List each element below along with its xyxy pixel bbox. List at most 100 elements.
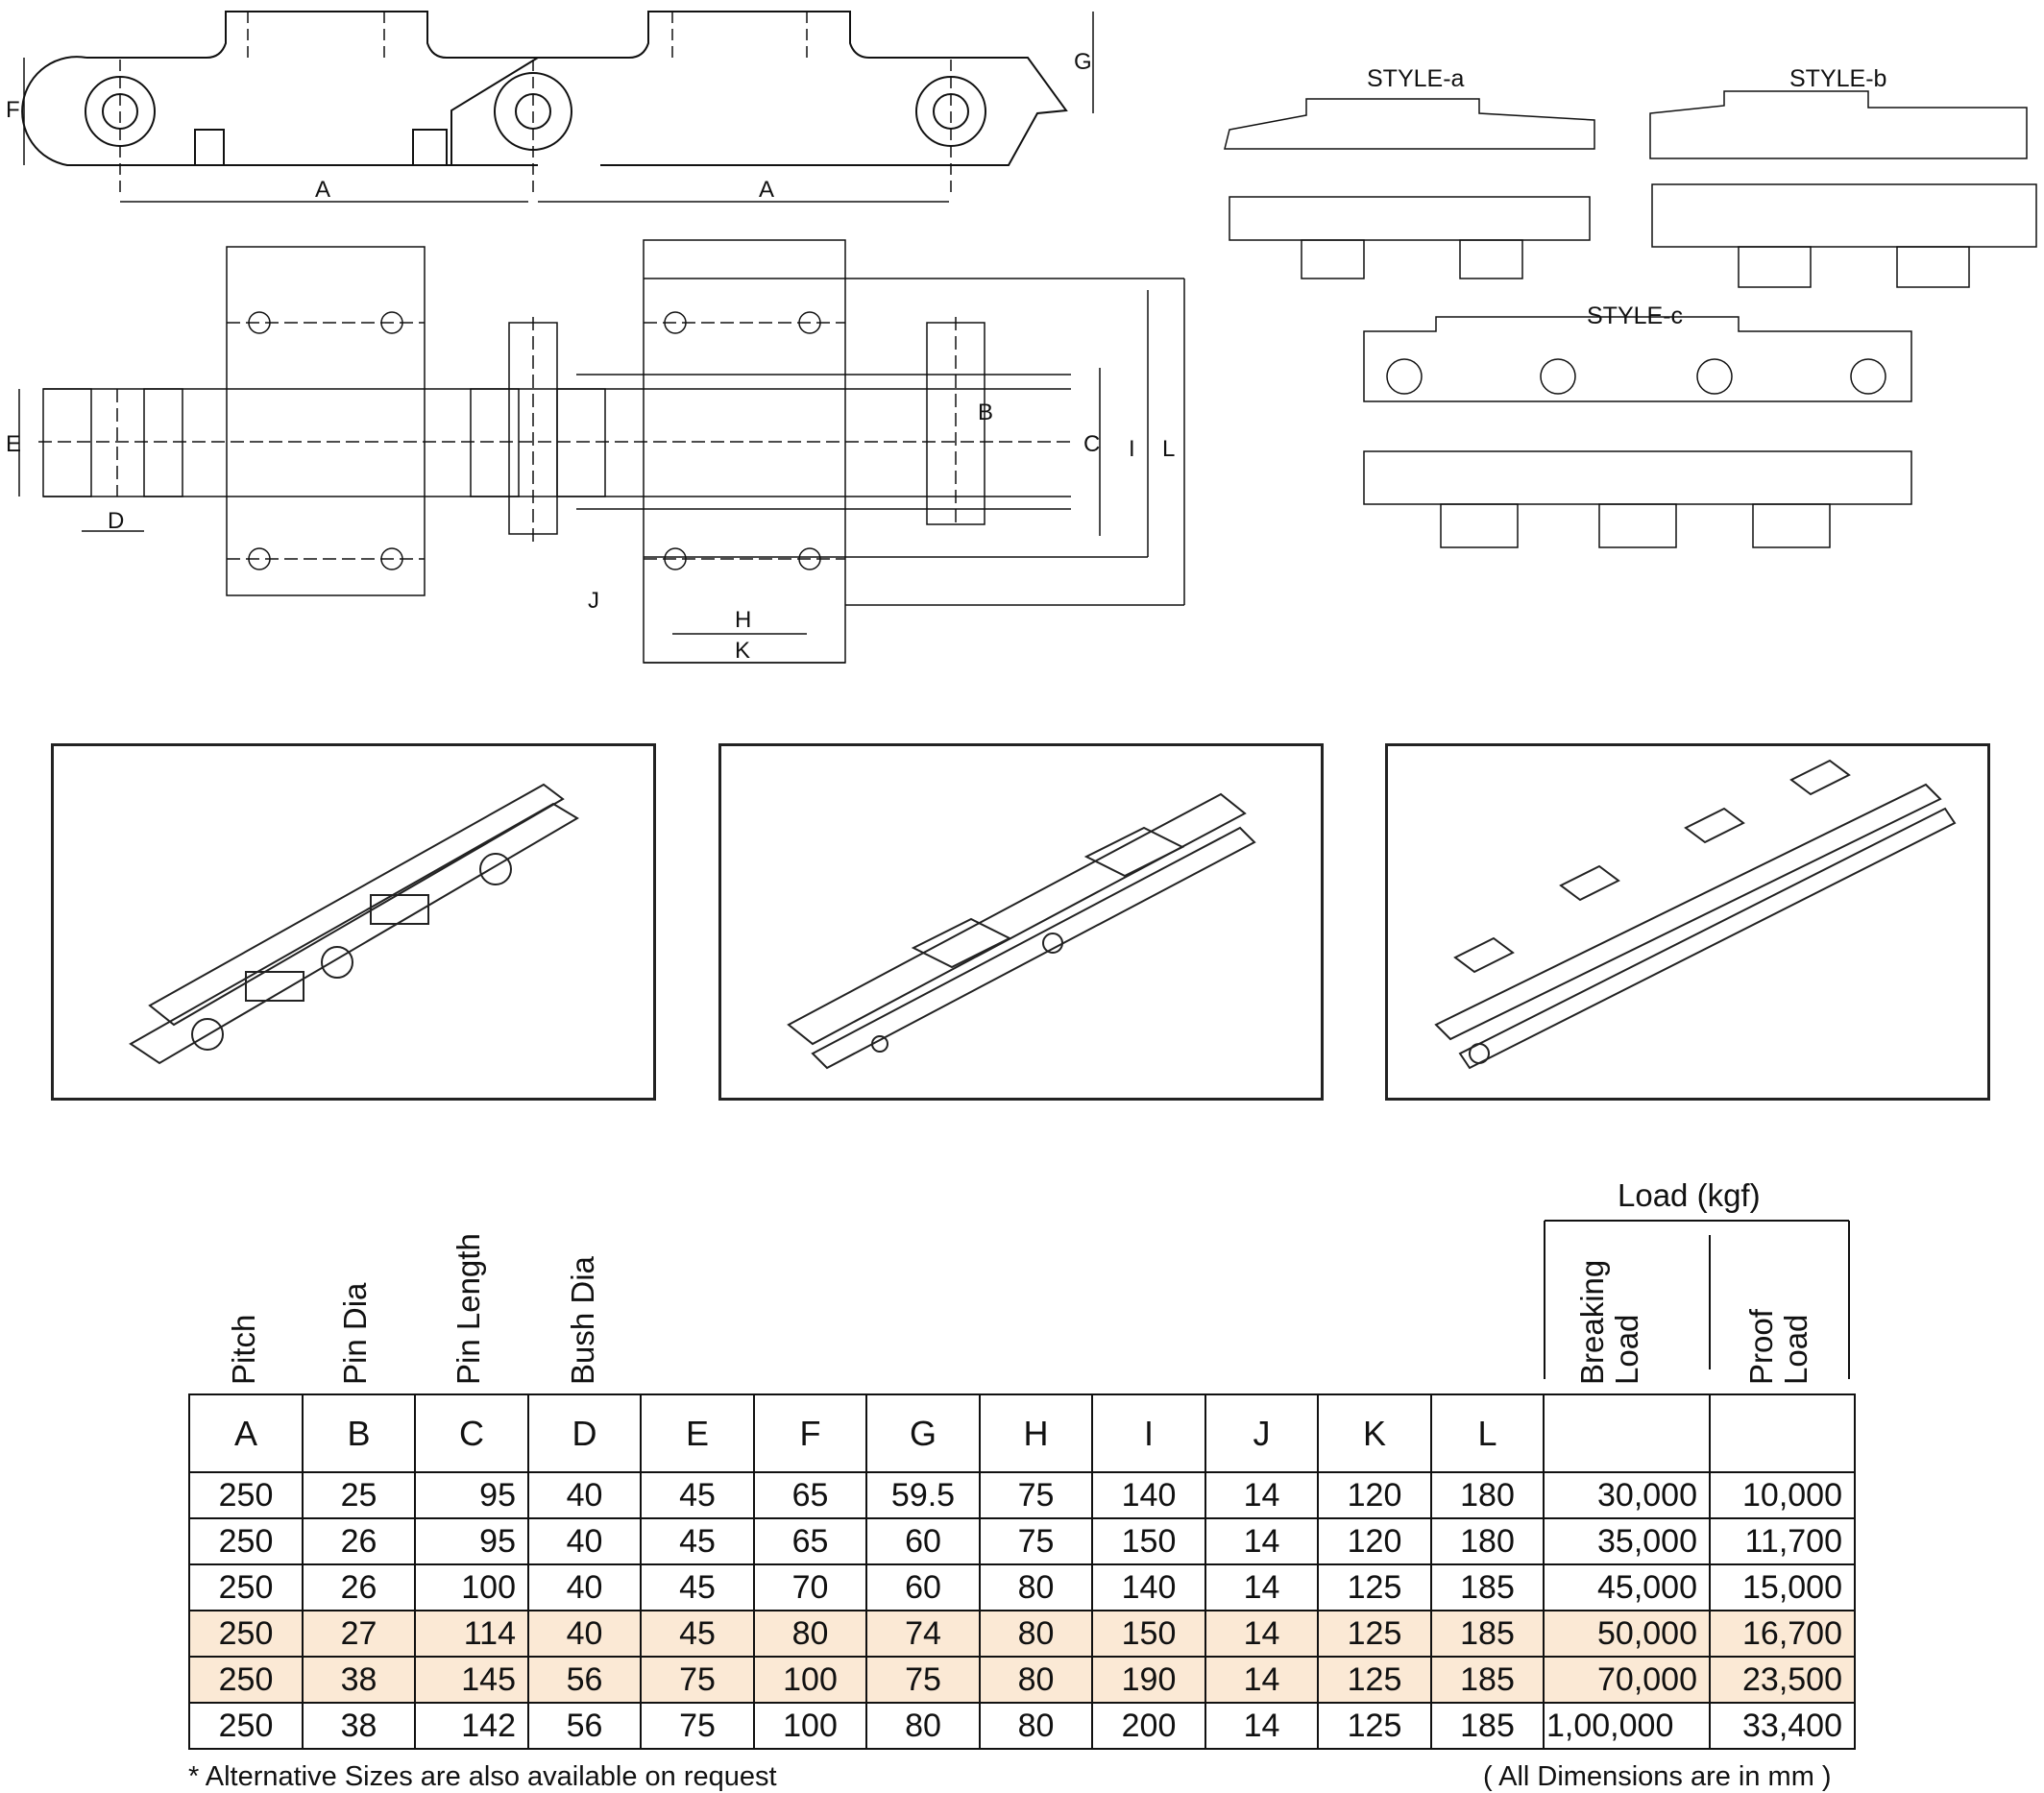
table-cell: 25 [302, 1471, 416, 1519]
table-cell: 80 [753, 1610, 867, 1658]
table-cell: 114 [414, 1610, 529, 1658]
table-cell: 140 [1091, 1471, 1206, 1519]
table-cell: 11,700 [1709, 1517, 1856, 1565]
style-a-label: STYLE-a [1367, 65, 1465, 92]
dim-b: B [978, 400, 993, 425]
table-cell: 40 [527, 1610, 642, 1658]
table-cell: 125 [1317, 1563, 1432, 1611]
load-header-frame [1544, 1220, 1850, 1379]
dim-g: G [1074, 49, 1092, 75]
table-cell: 185 [1430, 1656, 1545, 1704]
table-cell: 14 [1204, 1702, 1319, 1750]
table-cell: 14 [1204, 1517, 1319, 1565]
dim-f: F [6, 97, 20, 123]
table-cell: 75 [640, 1702, 755, 1750]
table-cell: 100 [414, 1563, 529, 1611]
table-cell: 120 [1317, 1471, 1432, 1519]
table-cell: 250 [188, 1702, 304, 1750]
table-cell: 250 [188, 1517, 304, 1565]
table-cell: 70,000 [1543, 1656, 1711, 1704]
table-cell: 75 [865, 1656, 981, 1704]
table-cell: 15,000 [1709, 1563, 1856, 1611]
letter-proof [1709, 1393, 1856, 1473]
table-cell: 35,000 [1543, 1517, 1711, 1565]
table-cell: 75 [979, 1517, 1093, 1565]
letter-b: B [302, 1393, 416, 1473]
table-cell: 50,000 [1543, 1610, 1711, 1658]
table-cell: 185 [1430, 1563, 1545, 1611]
table-cell: 120 [1317, 1517, 1432, 1565]
table-cell: 26 [302, 1563, 416, 1611]
table-cell: 142 [414, 1702, 529, 1750]
table-cell: 27 [302, 1610, 416, 1658]
table-cell: 14 [1204, 1610, 1319, 1658]
table-cell: 95 [414, 1517, 529, 1565]
table-cell: 100 [753, 1702, 867, 1750]
dim-l: L [1162, 436, 1175, 462]
header-breaking-load: Breaking Load [1574, 1259, 1645, 1385]
table-cell: 33,400 [1709, 1702, 1856, 1750]
table-cell: 185 [1430, 1610, 1545, 1658]
table-cell: 59.5 [865, 1471, 981, 1519]
letter-j: J [1204, 1393, 1319, 1473]
dim-j: J [588, 588, 599, 614]
chain-illustration-2 [718, 743, 1324, 1101]
style-c-label: STYLE-c [1587, 303, 1683, 329]
table-cell: 125 [1317, 1702, 1432, 1750]
table-cell: 45 [640, 1610, 755, 1658]
table-cell: 45,000 [1543, 1563, 1711, 1611]
table-cell: 60 [865, 1517, 981, 1565]
table-cell: 65 [753, 1471, 867, 1519]
table-cell: 40 [527, 1517, 642, 1565]
table-cell: 1,00,000 [1543, 1702, 1711, 1750]
table-cell: 26 [302, 1517, 416, 1565]
table-cell: 250 [188, 1563, 304, 1611]
table-cell: 150 [1091, 1517, 1206, 1565]
table-cell: 45 [640, 1563, 755, 1611]
letter-h: H [979, 1393, 1093, 1473]
table-cell: 250 [188, 1471, 304, 1519]
table-cell: 125 [1317, 1610, 1432, 1658]
table-cell: 14 [1204, 1656, 1319, 1704]
table-cell: 190 [1091, 1656, 1206, 1704]
letter-g: G [865, 1393, 981, 1473]
table-cell: 80 [979, 1610, 1093, 1658]
table-cell: 125 [1317, 1656, 1432, 1704]
header-proof-load: Proof Load [1743, 1309, 1814, 1385]
chain-illustration-1 [51, 743, 656, 1101]
table-cell: 80 [979, 1563, 1093, 1611]
table-cell: 180 [1430, 1471, 1545, 1519]
table-cell: 250 [188, 1656, 304, 1704]
table-cell: 38 [302, 1656, 416, 1704]
dim-e: E [6, 431, 21, 457]
style-b-label: STYLE-b [1789, 65, 1886, 92]
table-cell: 23,500 [1709, 1656, 1856, 1704]
dim-k: K [735, 638, 750, 664]
table-cell: 65 [753, 1517, 867, 1565]
letter-a: A [188, 1393, 304, 1473]
table-cell: 70 [753, 1563, 867, 1611]
chain-1-sketch [129, 783, 579, 1065]
table-cell: 80 [979, 1702, 1093, 1750]
dim-a1: A [315, 177, 330, 203]
header-pin-dia: Pin Dia [337, 1282, 373, 1385]
letter-k: K [1317, 1393, 1432, 1473]
table-cell: 140 [1091, 1563, 1206, 1611]
letter-e: E [640, 1393, 755, 1473]
table-cell: 75 [979, 1471, 1093, 1519]
table-cell: 45 [640, 1517, 755, 1565]
table-cell: 14 [1204, 1471, 1319, 1519]
table-cell: 56 [527, 1702, 642, 1750]
dim-h: H [735, 607, 751, 633]
table-cell: 40 [527, 1471, 642, 1519]
letter-c: C [414, 1393, 529, 1473]
dim-c: C [1083, 431, 1100, 457]
note-alternative-sizes: * Alternative Sizes are also available o… [188, 1761, 777, 1792]
dim-d: D [108, 508, 124, 534]
